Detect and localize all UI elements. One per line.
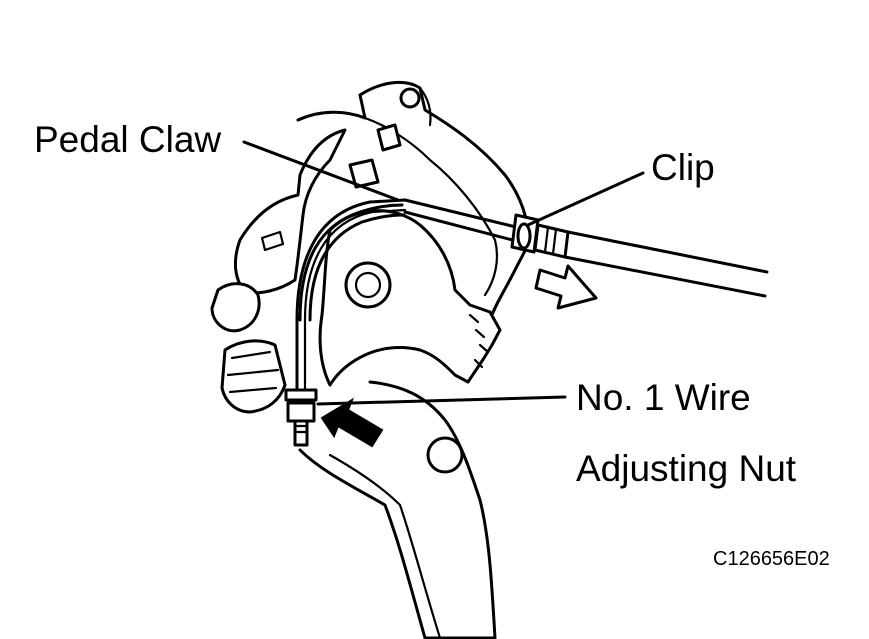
lower-left-guard (220, 339, 287, 414)
pivot-hole-inner (354, 271, 382, 299)
pull-direction-arrow (534, 264, 598, 310)
brake-assembly (210, 80, 530, 639)
top-bracket-hardware (348, 158, 380, 189)
cable-guide-arc (298, 203, 404, 322)
nut-washer (284, 388, 318, 402)
left-frame-slot (260, 230, 285, 252)
cable-fitting-rings (543, 225, 558, 256)
leader-pedal-claw (242, 140, 400, 202)
leader-no1-wire (316, 395, 567, 406)
label-clip: Clip (651, 147, 715, 188)
no1-wire-line (295, 198, 407, 397)
cable-fitting (533, 223, 570, 259)
mount-bracket-edge (418, 86, 432, 127)
cable-guide-arc-inner (308, 213, 406, 322)
lower-pivot (426, 436, 464, 474)
top-bolt (399, 87, 421, 109)
cable-assembly (403, 198, 769, 298)
top-bracket-hardware-2 (376, 123, 402, 152)
no1-wire-line-inner (303, 208, 407, 397)
no1-wire (295, 198, 407, 397)
leader-clip (526, 171, 645, 227)
lower-left-guard-edge (226, 350, 280, 394)
adjusting-nut-assembly (284, 388, 318, 447)
adjusting-nut (286, 401, 316, 423)
clip-ring (516, 222, 532, 250)
left-tab (210, 282, 261, 333)
figure-id: C126656E02 (713, 548, 830, 570)
pedal-lever-contour (328, 453, 442, 639)
label-no1-wire: No. 1 Wire (576, 377, 751, 418)
sector-plate (318, 209, 502, 387)
inner-cable-lower (403, 210, 522, 244)
sector-teeth (468, 313, 490, 369)
leader-lines (242, 140, 645, 406)
inner-cable-upper (403, 198, 522, 230)
outer-cable-lower (563, 255, 767, 298)
outer-cable-upper (566, 230, 769, 274)
label-adjusting-nut: Adjusting Nut (576, 448, 797, 489)
label-pedal-claw: Pedal Claw (34, 119, 221, 160)
